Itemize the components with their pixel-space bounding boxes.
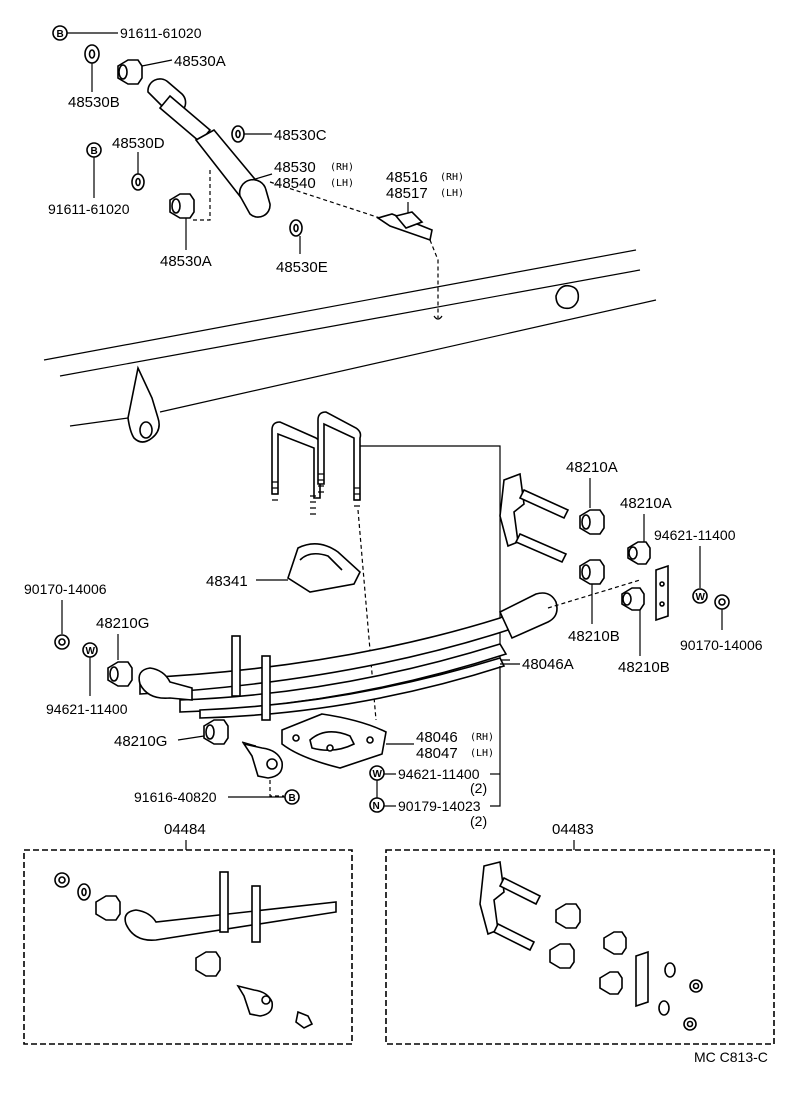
shock-absorber-group: B 91611-61020 48530B 48530A 48530 (RH) 4… bbox=[48, 25, 381, 276]
bushings-48210A: 48210A 48210A bbox=[566, 459, 672, 565]
b-marker-left-letter: B bbox=[91, 146, 98, 157]
bumper-48341: 48341 bbox=[206, 543, 361, 593]
label-qty-1: (2) bbox=[470, 780, 487, 796]
label-04484: 04484 bbox=[164, 821, 206, 838]
label-48530A-bottom: 48530A bbox=[160, 253, 212, 270]
label-48210G-1: 48210G bbox=[96, 615, 149, 632]
label-48047-lh: (LH) bbox=[470, 748, 494, 759]
w-marker-right bbox=[692, 588, 708, 604]
svg-text:N: N bbox=[373, 801, 380, 812]
label-48210B-1: 48210B bbox=[568, 628, 620, 645]
right-hardware: 94621-11400 W 90170-14006 bbox=[654, 527, 763, 653]
label-48210G-2: 48210G bbox=[114, 733, 167, 750]
label-91611-left: 91611-61020 bbox=[48, 201, 130, 217]
label-94621-bottom: 94621-11400 bbox=[398, 766, 480, 782]
kit-box-04483: 04483 bbox=[385, 821, 775, 1045]
spring-front-eye bbox=[138, 667, 193, 701]
u-bolt-rear bbox=[317, 411, 362, 501]
left-hardware: 90170-14006 48210G W 94621-11400 48210G … bbox=[24, 581, 300, 805]
label-48530D: 48530D bbox=[112, 135, 165, 152]
svg-text:W: W bbox=[373, 769, 383, 780]
label-94621-right: 94621-11400 bbox=[654, 527, 736, 543]
b-marker-top-letter: B bbox=[57, 29, 64, 40]
spring-seat: 48046 (RH) 48047 (LH) W 94621-11400 (2) … bbox=[281, 666, 501, 829]
label-48046: 48046 bbox=[416, 729, 458, 746]
spring-rear-eye bbox=[498, 592, 558, 640]
spring-main-leaf bbox=[139, 596, 550, 695]
label-48046A: 48046A bbox=[522, 656, 574, 673]
label-90170-left: 90170-14006 bbox=[24, 581, 107, 597]
svg-text:W: W bbox=[86, 646, 96, 657]
label-48530A-top: 48530A bbox=[174, 53, 226, 70]
label-91611-top: 91611-61020 bbox=[120, 25, 202, 41]
label-48210A-2: 48210A bbox=[620, 495, 672, 512]
label-48516-rh: (RH) bbox=[440, 172, 464, 183]
svg-text:B: B bbox=[289, 793, 296, 804]
label-48517: 48517 bbox=[386, 185, 428, 202]
shock-lower-eye bbox=[238, 178, 271, 218]
label-48047: 48047 bbox=[416, 745, 458, 762]
label-qty-2: (2) bbox=[470, 813, 487, 829]
kit-box-04484: 04484 bbox=[23, 821, 353, 1045]
leaf-spring: 48046A bbox=[138, 592, 574, 721]
label-90179: 90179-14023 bbox=[398, 798, 481, 814]
label-48341: 48341 bbox=[206, 573, 248, 590]
svg-text:W: W bbox=[696, 592, 706, 603]
label-90170-right: 90170-14006 bbox=[680, 637, 763, 653]
label-48516: 48516 bbox=[386, 169, 428, 186]
label-94621-left: 94621-11400 bbox=[46, 701, 128, 717]
label-48540-lh: (LH) bbox=[330, 178, 354, 189]
footer-code: MC C813-C bbox=[694, 1049, 768, 1065]
u-bolt-front bbox=[271, 421, 322, 499]
label-48530B: 48530B bbox=[68, 94, 120, 111]
label-48530: 48530 bbox=[274, 159, 316, 176]
frame-rail bbox=[43, 249, 657, 443]
label-48046-rh: (RH) bbox=[470, 732, 494, 743]
label-48530-rh: (RH) bbox=[330, 162, 354, 173]
label-48530C: 48530C bbox=[274, 127, 327, 144]
label-91616: 91616-40820 bbox=[134, 789, 217, 805]
label-04483: 04483 bbox=[552, 821, 594, 838]
rear-shackle bbox=[499, 472, 669, 622]
label-48210B-2: 48210B bbox=[618, 659, 670, 676]
label-48530E: 48530E bbox=[276, 259, 328, 276]
label-48517-lh: (LH) bbox=[440, 188, 464, 199]
label-48540: 48540 bbox=[274, 175, 316, 192]
bushings-48210B: 48210B 48210B bbox=[568, 559, 670, 676]
label-48210A-1: 48210A bbox=[566, 459, 618, 476]
stud-group: 48516 (RH) 48517 (LH) bbox=[376, 169, 464, 320]
